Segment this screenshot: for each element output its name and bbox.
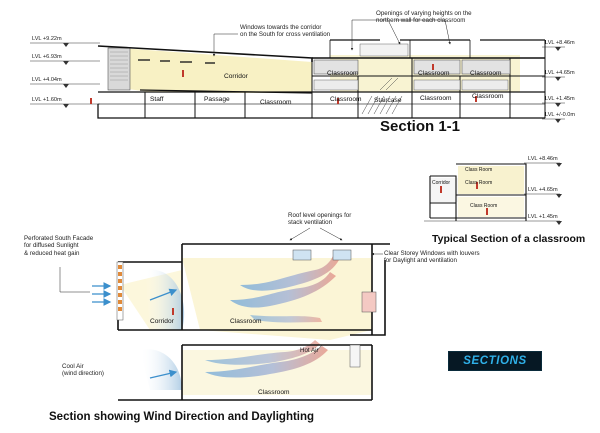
- room-label: Classroom: [330, 96, 362, 103]
- level-label: LVL +9.22m: [32, 36, 62, 42]
- typical-section-drawing: [424, 162, 562, 225]
- room-label: Classroom: [418, 70, 450, 77]
- room-label: Class Room: [465, 180, 493, 186]
- level-label: LVL +1.45m: [545, 96, 575, 102]
- room-label: Classroom: [420, 95, 452, 102]
- room-label: Classroom: [470, 70, 502, 77]
- room-label: Class Room: [470, 203, 498, 209]
- level-label: LVL +4.65m: [545, 70, 575, 76]
- room-label: Corridor: [224, 73, 248, 80]
- sections-badge: SECTIONS: [448, 351, 542, 371]
- note-hot-air: Hot Air: [300, 347, 319, 354]
- room-label: Staff: [150, 96, 164, 103]
- room-label: Staircase: [374, 97, 402, 104]
- room-label: Classroom: [230, 318, 262, 325]
- level-label: LVL +4.65m: [528, 187, 558, 193]
- typical-section-title: Typical Section of a classroom: [432, 233, 586, 245]
- note-windows-corridor: Windows towards the corridor on the Sout…: [240, 24, 331, 39]
- note-northern-openings: Openings of varying heights on the north…: [376, 10, 472, 25]
- wind-section-title: Section showing Wind Direction and Dayli…: [49, 411, 315, 423]
- section-1-1-drawing: [30, 19, 565, 123]
- note-perforated-facade: Perforated South Facade for diffused Sun…: [24, 235, 94, 257]
- level-label: LVL +1.60m: [32, 97, 62, 103]
- wind-section-drawing: [59, 227, 390, 401]
- level-label: LVL +8.46m: [528, 156, 558, 162]
- room-label: Corridor: [432, 180, 451, 186]
- level-label: LVL +1.45m: [528, 214, 558, 220]
- level-label: LVL +4.04m: [32, 77, 62, 83]
- level-label: LVL +/-0.0m: [545, 112, 576, 118]
- room-label: Corridor: [150, 318, 174, 325]
- note-clear-storey: Clear Storey Windows with louvers for Da…: [384, 250, 480, 265]
- room-label: Classroom: [327, 70, 359, 77]
- level-label: LVL +8.46m: [545, 40, 575, 46]
- note-cool-air: Cool Air (wind direction): [62, 363, 104, 378]
- room-label: Classroom: [258, 389, 290, 396]
- room-label: Classroom: [472, 93, 504, 100]
- level-label: LVL +6.93m: [32, 54, 62, 60]
- room-label: Passage: [204, 96, 230, 103]
- sections-badge-label: SECTIONS: [463, 355, 527, 367]
- room-label: Class Room: [465, 167, 493, 173]
- note-roof-openings: Roof level openings for stack ventilatio…: [288, 212, 352, 227]
- room-label: Classroom: [260, 99, 292, 106]
- section-1-1-title: Section 1-1: [380, 118, 461, 135]
